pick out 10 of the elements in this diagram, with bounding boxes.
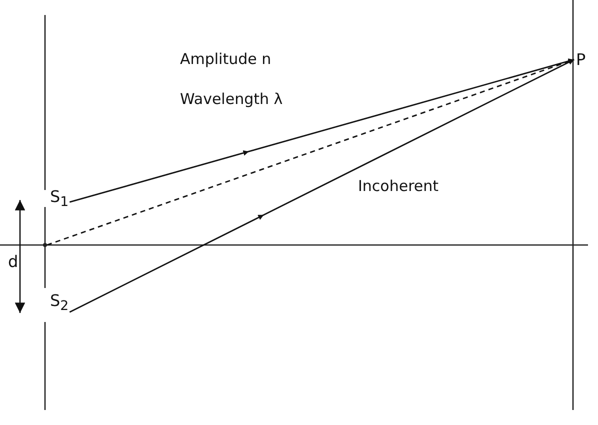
point-label: P [576, 50, 586, 70]
slit-point [43, 243, 47, 247]
light-ray-arrow [69, 58, 574, 313]
coherence-label: Incoherent [358, 177, 439, 195]
point-label: S$_{1}$ [50, 187, 69, 212]
point-label: S$_{2}$ [50, 291, 69, 316]
separation-label: d [8, 252, 18, 272]
light-ray-arrow [69, 58, 574, 203]
parameter-label: Wavelength λ [180, 90, 283, 108]
parameter-label: Amplitude n [180, 50, 272, 68]
